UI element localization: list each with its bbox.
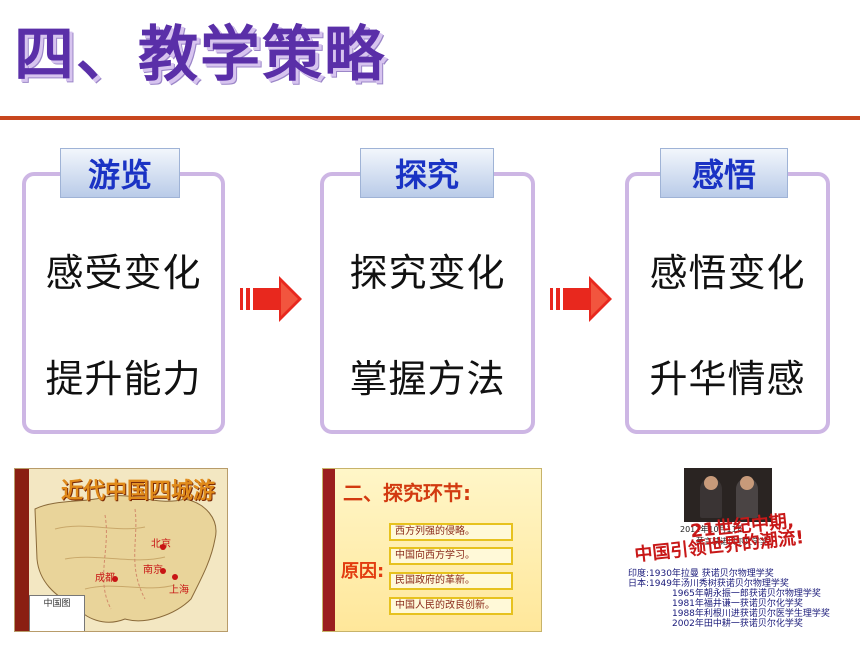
list-item: 中国向西方学习。: [389, 547, 513, 565]
award-line: 1981年福井谦一获诺贝尔化学奖: [672, 599, 803, 609]
thumbnail-nobel-slide: 2012年10月11日 莫言获诺贝尔文学奖 21世纪中期, 中国引领世界的潮流!…: [620, 468, 834, 632]
award-line: 1965年朝永振一郎获诺贝尔物理学奖: [672, 589, 821, 599]
card-line-2: 升华情感: [649, 357, 806, 401]
card-tag-reflect: 感悟: [660, 148, 788, 198]
card-tag-tour: 游览: [60, 148, 180, 198]
photo-caption: 莫言获诺贝尔文学奖: [696, 537, 768, 546]
arrow-right-icon: [550, 276, 612, 322]
card-line-1: 感受变化: [45, 251, 202, 295]
thumbnail-map: 近代中国四城游 北京 南京 上海 成都 中国图: [14, 468, 228, 632]
city-label: 北京: [151, 539, 171, 550]
card-line-1: 感悟变化: [649, 251, 806, 295]
list-item: 民国政府的革新。: [389, 572, 513, 590]
list-item: 中国人民的改良创新。: [389, 597, 513, 615]
list-item: 西方列强的侵略。: [389, 523, 513, 541]
page-title: 四、教学策略: [14, 20, 386, 90]
slide-sidebar: [15, 469, 29, 631]
award-line: 2002年田中耕一获诺贝尔化学奖: [672, 619, 803, 629]
city-label: 南京: [143, 565, 163, 576]
thumbnail-explore-slide: 二、探究环节: 原因: 西方列强的侵略。 中国向西方学习。 民国政府的革新。 中…: [322, 468, 542, 632]
card-line-1: 探究变化: [349, 251, 506, 295]
map-title: 近代中国四城游: [61, 479, 216, 504]
award-line: 印度:1930年拉曼 获诺贝尔物理学奖: [628, 569, 774, 579]
card-line-2: 掌握方法: [349, 357, 506, 401]
card-line-2: 提升能力: [45, 357, 202, 401]
map-legend: 中国图: [29, 595, 85, 631]
award-line: 1988年利根川进获诺贝尔医学生理学奖: [672, 609, 830, 619]
slide-side-label: 原因:: [341, 561, 385, 582]
card-tag-explore: 探究: [360, 148, 494, 198]
slide-title: 二、探究环节:: [343, 481, 471, 505]
card-tour: 感受变化 提升能力: [22, 172, 225, 434]
photo-caption: 2012年10月11日: [680, 525, 745, 534]
award-photo: [684, 468, 772, 522]
card-explore: 探究变化 掌握方法: [320, 172, 535, 434]
slide-sidebar: [323, 469, 335, 631]
card-reflect: 感悟变化 升华情感: [625, 172, 830, 434]
china-map-image: [15, 469, 227, 631]
city-label: 成都: [95, 573, 115, 584]
award-line: 日本:1949年汤川秀树获诺贝尔物理学奖: [628, 579, 789, 589]
title-divider: [0, 116, 860, 120]
arrow-right-icon: [240, 276, 302, 322]
city-label: 上海: [169, 585, 189, 596]
